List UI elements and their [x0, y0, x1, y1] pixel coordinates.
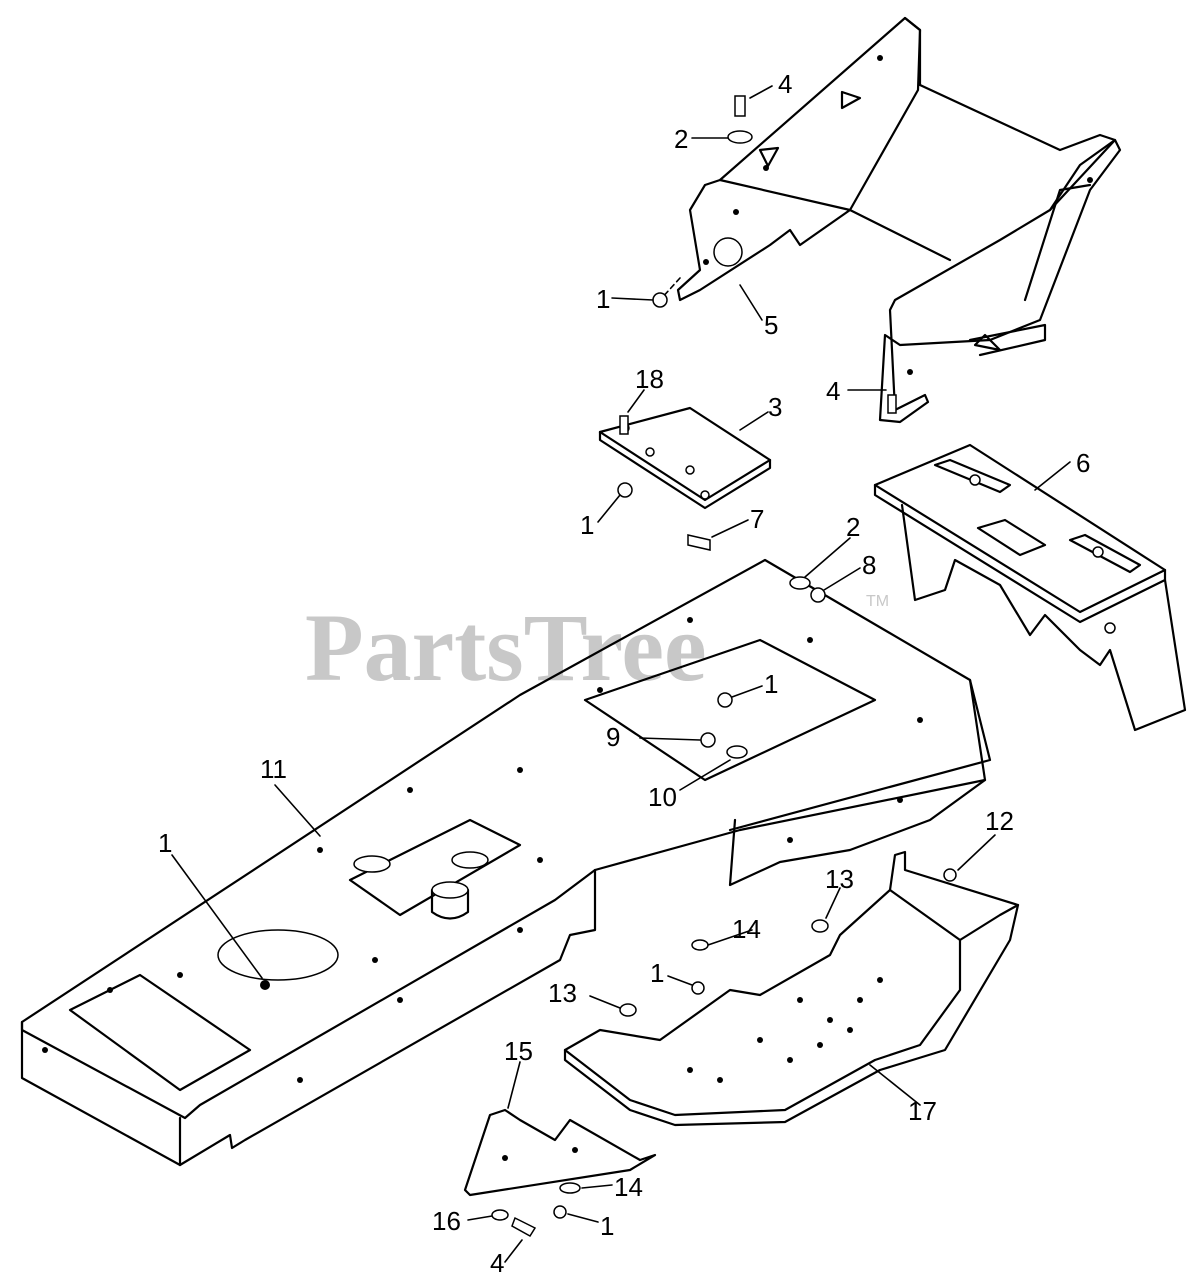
hardware: [491, 95, 957, 1238]
callout-6: 6: [1076, 448, 1090, 478]
callout-18: 18: [635, 364, 664, 394]
callout-1-plate: 1: [580, 510, 594, 540]
watermark-trademark: TM: [866, 593, 889, 610]
callout-11: 11: [260, 754, 287, 784]
part-small-bracket: [463, 1108, 657, 1197]
callout-1-top: 1: [596, 284, 610, 314]
part-main-frame: [20, 558, 992, 1167]
part-right-side-panel: [878, 138, 1122, 424]
part-footrest: [563, 850, 1020, 1127]
callout-2-top: 2: [674, 124, 688, 154]
callout-1-bolt: 1: [650, 958, 664, 988]
callout-5: 5: [764, 310, 778, 340]
callout-12: 12: [985, 806, 1014, 836]
callout-10: 10: [648, 782, 677, 812]
callout-17: 17: [908, 1096, 937, 1126]
callout-14-low: 14: [614, 1172, 643, 1202]
callout-9: 9: [606, 722, 620, 752]
callout-14-mid: 14: [732, 914, 761, 944]
watermark-brand: PartsTree: [305, 594, 707, 701]
callout-4-low: 4: [490, 1248, 504, 1278]
callout-1-low: 1: [600, 1211, 614, 1241]
callout-7: 7: [750, 504, 764, 534]
part-upper-support: [676, 16, 1117, 302]
callout-4-right: 4: [826, 376, 840, 406]
callouts: 4 2 1 5 4 18 3 1 7 2 8 6 1 9 10 11 1 12 …: [158, 69, 1090, 1278]
callout-1-frame: 1: [764, 669, 778, 699]
part-rear-console: [873, 443, 1187, 732]
callout-8: 8: [862, 550, 876, 580]
leader-lines: [171, 85, 1071, 1263]
callout-13-left: 13: [548, 978, 577, 1008]
callout-13-right: 13: [825, 864, 854, 894]
callout-1-left: 1: [158, 828, 172, 858]
callout-16: 16: [432, 1206, 461, 1236]
callout-15: 15: [504, 1036, 533, 1066]
watermark: PartsTree TM: [305, 593, 889, 701]
callout-3: 3: [768, 392, 782, 422]
callout-4-top: 4: [778, 69, 792, 99]
callout-2-mid: 2: [846, 512, 860, 542]
